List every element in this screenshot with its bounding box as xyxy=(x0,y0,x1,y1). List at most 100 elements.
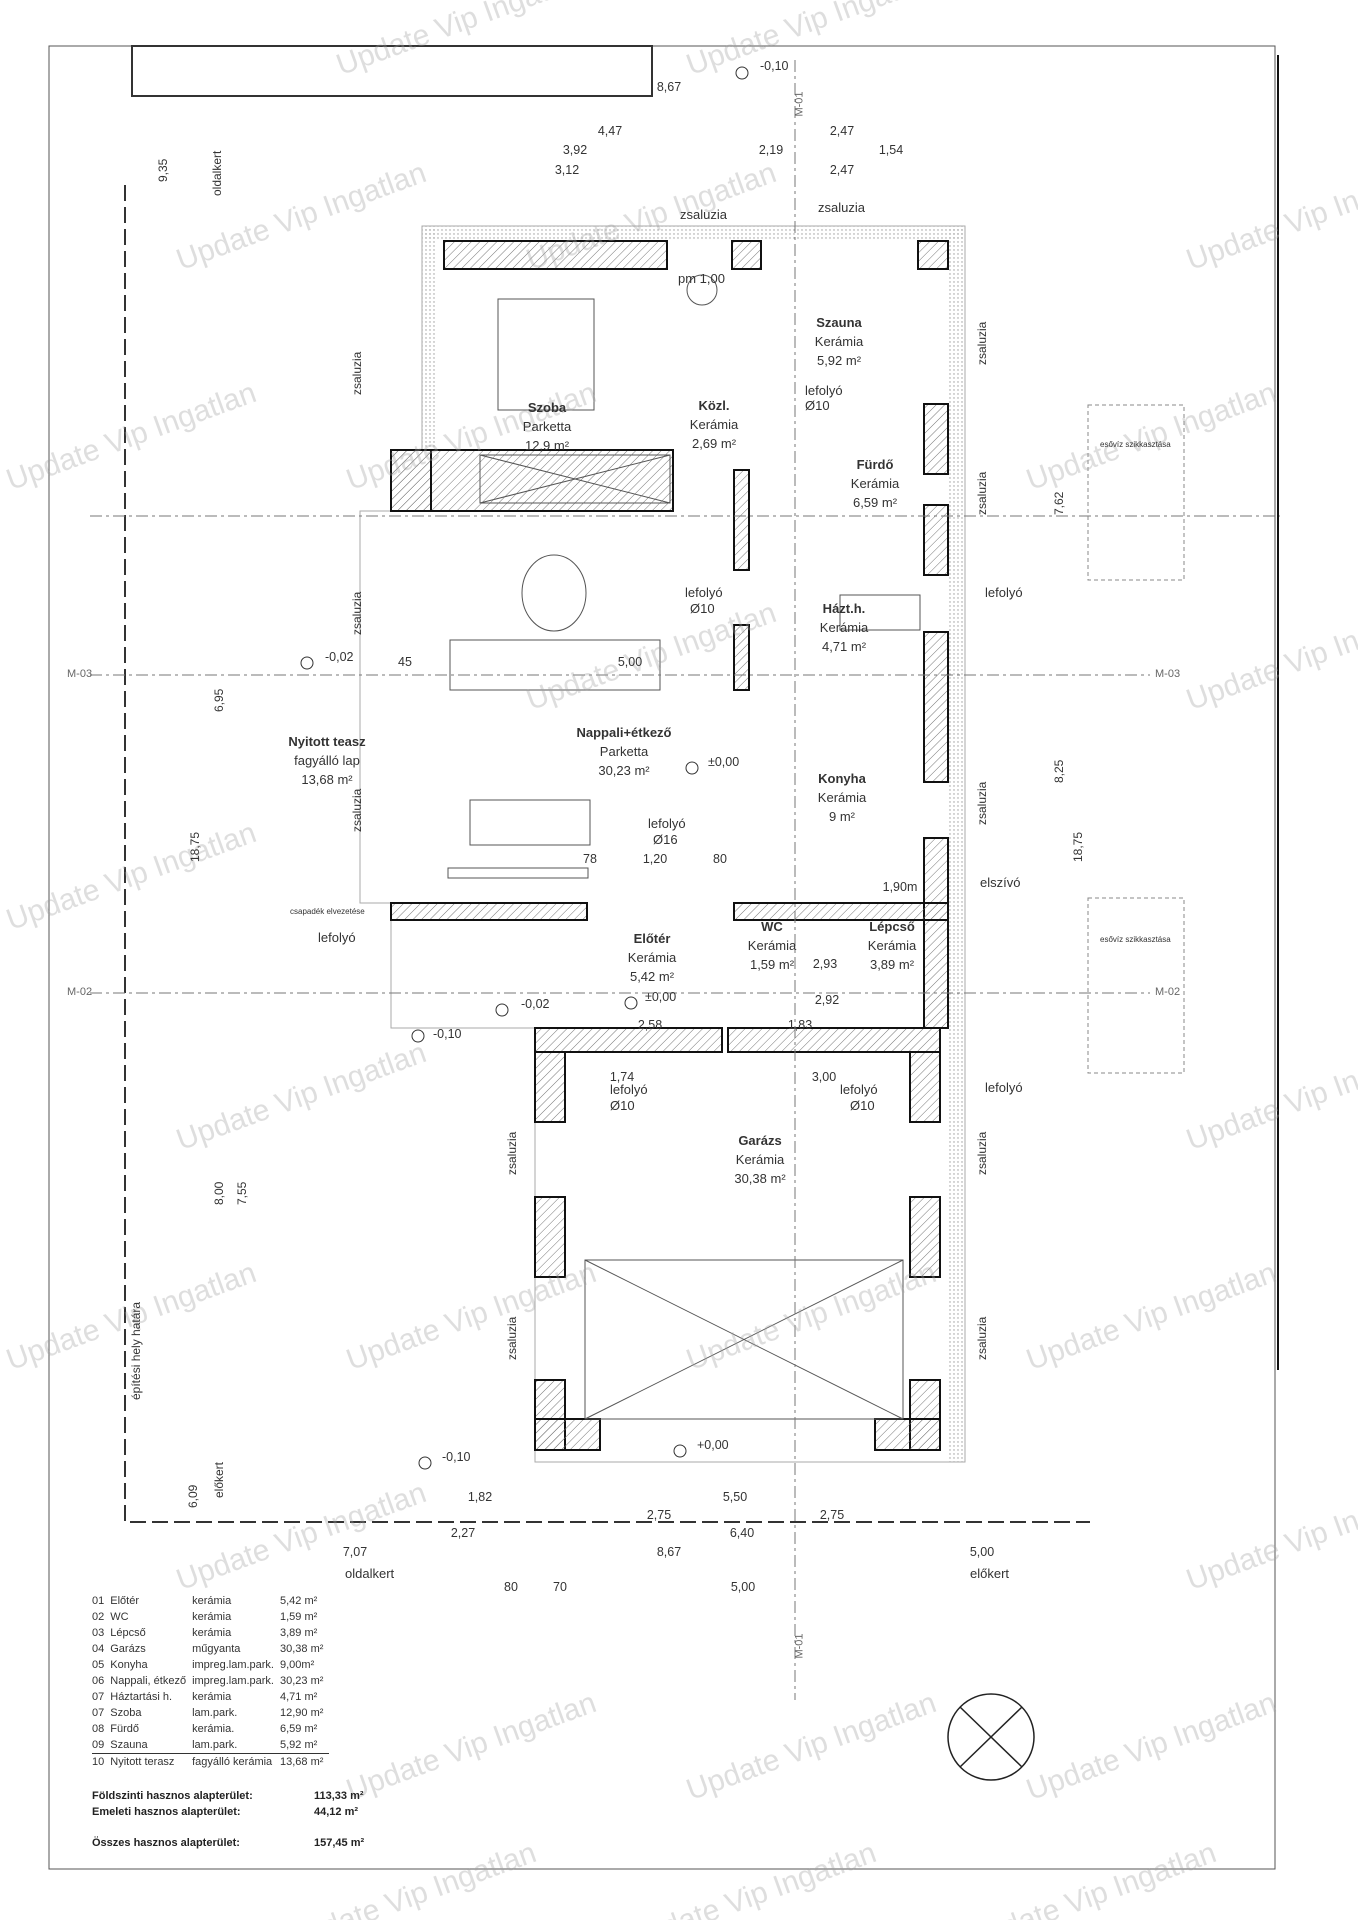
neighbour-building xyxy=(131,45,653,97)
drain-label: lefolyó xyxy=(648,816,686,831)
room-area: 9,00m² xyxy=(280,1659,315,1671)
row-number: 03 xyxy=(92,1627,105,1639)
dimension: 2,93 xyxy=(812,957,838,971)
room-name: Fürdő xyxy=(110,1723,139,1735)
row-number: 06 xyxy=(92,1675,105,1687)
row-number: 09 xyxy=(92,1737,111,1754)
dimension: 1,90m xyxy=(882,880,918,894)
drain-label: lefolyó xyxy=(985,1080,1023,1095)
dimension: 18,75 xyxy=(1071,831,1085,862)
drain-label: lefolyó xyxy=(805,383,843,398)
floor-finish: kerámia xyxy=(192,1691,232,1703)
dimension: 1,74 xyxy=(609,1070,635,1084)
dimension: 80 xyxy=(713,852,727,866)
level-marker: +0,00 xyxy=(697,1438,729,1452)
dimension: 5,00 xyxy=(730,1580,756,1594)
dimension: 1,82 xyxy=(467,1490,493,1504)
room-name: Előtér xyxy=(110,1595,139,1607)
rainwater-soakaways xyxy=(1087,404,1185,1074)
drain-label: lefolyó xyxy=(985,585,1023,600)
dimension: 4,47 xyxy=(597,124,623,138)
drain-diameter: Ø16 xyxy=(653,832,678,847)
dimension: 6,40 xyxy=(729,1526,755,1540)
room-name: WC xyxy=(110,1611,129,1623)
room-area: 4,71 m² xyxy=(280,1691,318,1703)
dimension: 1,20 xyxy=(642,852,668,866)
level-marker: -0,02 xyxy=(521,997,550,1011)
dimension: 78 xyxy=(583,852,597,866)
row-number: 01 xyxy=(92,1595,105,1607)
shutter-label: zsaluzia xyxy=(350,351,364,395)
floor-finish: lam.park. xyxy=(192,1737,280,1754)
compass-icon xyxy=(947,1693,1035,1781)
row-number: 05 xyxy=(92,1659,105,1671)
room-name: Nyitott terasz xyxy=(110,1756,175,1768)
upper-floor-total: Emeleti hasznos alapterület:44,12 m² xyxy=(92,1806,359,1818)
shutter-label: zsaluzia xyxy=(505,1316,519,1360)
level-marker: -0,02 xyxy=(325,650,354,664)
dimension: 7,55 xyxy=(235,1181,249,1205)
room-name: Konyha xyxy=(110,1659,148,1671)
dimension: 2,58 xyxy=(637,1018,663,1032)
side-garden-label: oldalkert xyxy=(345,1566,395,1581)
room-area: 5,92 m² xyxy=(280,1737,330,1754)
dimension: 2,27 xyxy=(450,1526,476,1540)
dimension: 5,50 xyxy=(722,1490,748,1504)
floor-finish: impreg.lam.park. xyxy=(192,1675,274,1687)
section-m01-top: M-01 xyxy=(793,91,806,117)
room-area: 30,38 m² xyxy=(280,1643,324,1655)
shutter-label: zsaluzia xyxy=(975,1131,989,1175)
room-schedule-row: 05 Konyha impreg.lam.park. 9,00m² xyxy=(92,1657,329,1673)
dimension: 8,25 xyxy=(1052,759,1066,783)
floor-finish: impreg.lam.park. xyxy=(192,1659,274,1671)
soakaway-label: esővíz szikkasztása xyxy=(1100,935,1171,944)
dimension: 8,00 xyxy=(212,1181,226,1205)
stormwater-label: csapadék elvezetése xyxy=(290,907,365,916)
dimension: 3,92 xyxy=(562,143,588,157)
row-number: 07 xyxy=(92,1707,105,1719)
dimension: 2,92 xyxy=(814,993,840,1007)
drain-label: lefolyó xyxy=(685,585,723,600)
dimension: 2,19 xyxy=(758,143,784,157)
sheet-frame xyxy=(48,45,1276,1870)
level-marker: -0,10 xyxy=(442,1450,471,1464)
dimension: 7,07 xyxy=(342,1545,368,1559)
dimension: 70 xyxy=(553,1580,567,1594)
drain-label: lefolyó xyxy=(318,930,356,945)
soakaway-label: esővíz szikkasztása xyxy=(1100,440,1171,449)
shutter-label: zsaluzia xyxy=(975,1316,989,1360)
drain-diameter: Ø10 xyxy=(850,1098,875,1113)
room-area: 12,90 m² xyxy=(280,1707,324,1719)
window-sill-label: pm 1,00 xyxy=(678,271,725,286)
dimension: 6,95 xyxy=(212,688,226,712)
shutter-label: zsaluzia xyxy=(350,788,364,832)
dimension: 2,47 xyxy=(829,124,855,138)
level-marker: ±0,00 xyxy=(708,755,740,769)
dimension: 2,75 xyxy=(646,1508,672,1522)
row-number: 02 xyxy=(92,1611,105,1623)
shutter-label: zsaluzia xyxy=(975,781,989,825)
ground-floor-total: Földszinti hasznos alapterület:113,33 m² xyxy=(92,1790,364,1802)
floor-finish: kerámia xyxy=(192,1627,232,1639)
section-m01-bottom: M-01 xyxy=(793,1633,806,1659)
room-area: 1,59 m² xyxy=(280,1611,318,1623)
drain-diameter: Ø10 xyxy=(610,1098,635,1113)
level-marker: ±0,00 xyxy=(645,990,677,1004)
section-m03-left: M-03 xyxy=(67,668,93,680)
section-m02-right: M-02 xyxy=(1155,986,1181,998)
row-number: 04 xyxy=(92,1643,105,1655)
